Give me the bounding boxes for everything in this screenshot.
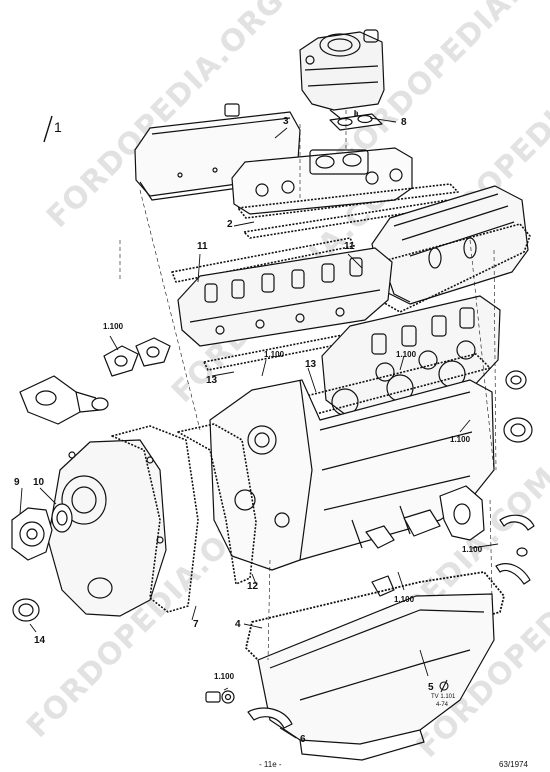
oil-pan-gasket	[245, 571, 505, 669]
callout-8a: a	[354, 109, 359, 118]
callout-1100-rear: 1.100	[450, 435, 471, 444]
leader-lines	[19, 117, 499, 739]
callout-11-right: 11	[344, 241, 355, 252]
callout-7: 7	[193, 619, 199, 630]
thermostat-gasket	[103, 337, 171, 377]
callout-14: 14	[34, 635, 46, 646]
callout-6: 6	[300, 734, 306, 745]
valve-springs	[204, 257, 363, 303]
cylinder-head-left	[177, 247, 393, 347]
timing-cover-gasket	[111, 425, 199, 613]
callout-1100-thermostat: 1.100	[103, 322, 124, 331]
group-mark-slash	[43, 115, 53, 143]
exhaust-elbow	[403, 485, 485, 541]
callout-1100-drain: 1.100	[214, 672, 235, 681]
callout-1100-pump: 1.100	[394, 595, 415, 604]
assembly-lines	[119, 110, 497, 661]
oil-pan	[257, 593, 495, 761]
water-outlet	[19, 375, 109, 425]
callout-5: 5	[428, 682, 434, 693]
oil-pump-gasket	[371, 575, 395, 597]
stamp-line-2: 4-74	[436, 702, 449, 708]
callout-1100-block: 1.100	[396, 350, 417, 359]
callout-8: 8	[401, 117, 407, 128]
rocker-cover-gasket-left	[171, 237, 355, 283]
drain-plug	[205, 690, 235, 704]
stamp-line-1: TV 1.101	[431, 694, 456, 700]
callout-13-right: 13	[305, 359, 317, 370]
water-pump	[11, 503, 73, 561]
rear-oil-seal	[495, 370, 535, 585]
callout-1100-head: 1.100	[264, 350, 285, 359]
callout-12: 12	[247, 581, 259, 592]
callout-4: 4	[235, 619, 241, 630]
callout-1100-oil-seal: 1.100	[462, 545, 483, 554]
page-number: - 11e -	[259, 760, 282, 769]
rocker-cover-right	[371, 185, 529, 305]
callout-11-left: 11	[197, 241, 208, 252]
front-oil-seal	[12, 598, 40, 622]
callout-13-left: 13	[206, 375, 218, 386]
fuel-pump-gasket	[365, 525, 395, 549]
carburettor	[299, 29, 385, 119]
callout-9: 9	[14, 477, 20, 488]
callout-10: 10	[33, 477, 45, 488]
callout-3: 3	[283, 116, 289, 127]
group-number: 1	[54, 119, 62, 135]
stamp-symbol	[439, 679, 449, 693]
front-plate-gasket	[177, 423, 257, 585]
callout-2: 2	[227, 219, 233, 230]
rear-main-seal	[247, 707, 293, 729]
reference-code: 63/1974	[499, 760, 528, 769]
